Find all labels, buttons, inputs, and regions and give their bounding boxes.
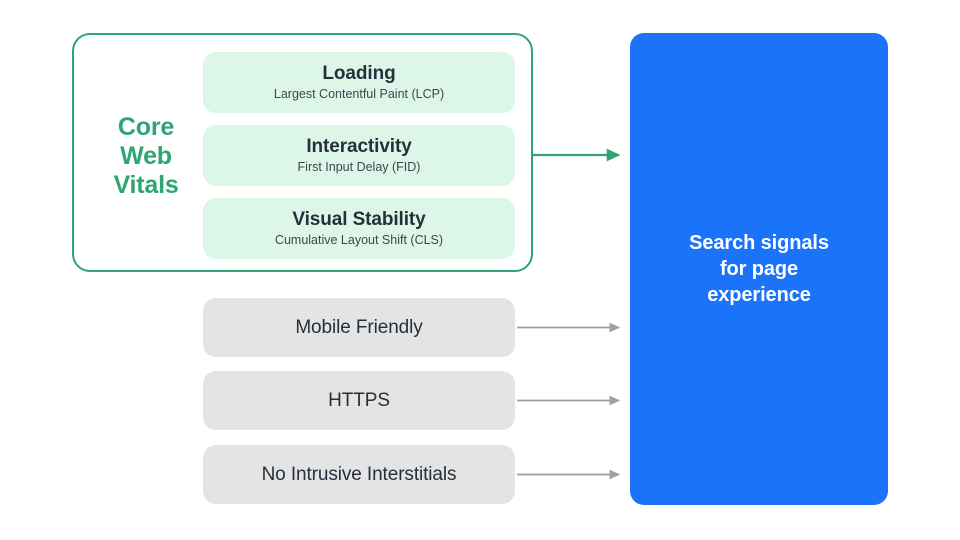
metric-title: Visual Stability [292, 209, 426, 230]
metric-subtitle: First Input Delay (FID) [297, 160, 421, 174]
signal-card-mobile-friendly[interactable]: Mobile Friendly [203, 298, 515, 357]
signal-title: No Intrusive Interstitials [261, 464, 457, 485]
metric-card-visual-stability[interactable]: Visual Stability Cumulative Layout Shift… [203, 198, 515, 259]
core-web-vitals-label: Core Web Vitals [113, 113, 179, 199]
signal-card-no-intrusive-interstitials[interactable]: No Intrusive Interstitials [203, 445, 515, 504]
metric-title: Loading [322, 63, 396, 84]
metric-subtitle: Largest Contentful Paint (LCP) [273, 87, 445, 101]
metric-title: Interactivity [306, 136, 412, 157]
metric-card-loading[interactable]: Loading Largest Contentful Paint (LCP) [203, 52, 515, 113]
destination-box-search-signals[interactable]: Search signals for page experience [630, 33, 888, 505]
signal-title: Mobile Friendly [295, 317, 423, 338]
metric-subtitle: Cumulative Layout Shift (CLS) [274, 233, 444, 247]
metric-card-interactivity[interactable]: Interactivity First Input Delay (FID) [203, 125, 515, 186]
signal-title: HTTPS [328, 390, 390, 411]
destination-label: Search signals for page experience [689, 232, 829, 306]
signal-card-https[interactable]: HTTPS [203, 371, 515, 430]
